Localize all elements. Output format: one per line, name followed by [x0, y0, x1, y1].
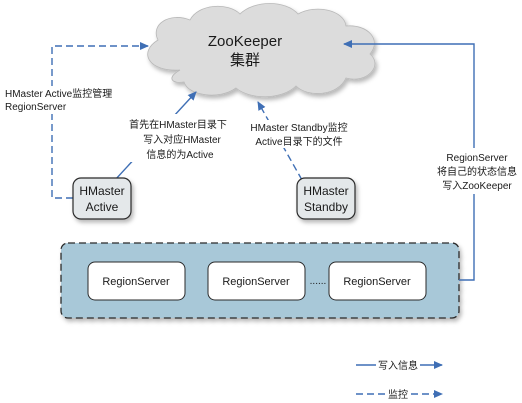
regionserver-node: RegionServer — [207, 261, 306, 301]
hmaster-standby-box — [296, 177, 356, 220]
active-write-label: 首先在HMaster目录下 写入对应HMaster 信息的为Active — [122, 114, 242, 162]
standby-monitor-label: HMaster Standby监控 Active目录下的文件 — [240, 120, 362, 148]
dashed-monitor-line — [51, 42, 149, 199]
hmaster-standby-node: HMaster Standby — [296, 177, 356, 220]
cloud-shape — [147, 3, 376, 98]
rs-write-line2: 将自己的状态信息 — [437, 165, 517, 178]
monitor-left-line2: RegionServer — [5, 102, 67, 113]
cluster-ellipsis: ...... — [310, 276, 327, 287]
rs-write-label: RegionServer 将自己的状态信息 写入ZooKeeper — [434, 148, 520, 194]
standby-monitor-line2: Active目录下的文件 — [255, 135, 342, 148]
regionserver-node: RegionServer — [87, 261, 186, 301]
hmaster-standby-line2: Standby — [304, 200, 348, 214]
legend-monitor-label: 监控 — [388, 388, 408, 401]
standby-monitor-line1: HMaster Standby监控 — [250, 121, 347, 134]
regionserver-label: RegionServer — [102, 276, 170, 288]
hmaster-active-box — [72, 177, 132, 220]
regionserver-node: RegionServer — [328, 261, 427, 301]
cloud-title: ZooKeeper — [208, 33, 282, 50]
hmaster-standby-line1: HMaster — [303, 184, 348, 198]
active-write-line1: 首先在HMaster目录下 — [129, 118, 227, 131]
rs-write-line1: RegionServer — [446, 153, 508, 164]
hmaster-active-node: HMaster Active — [72, 177, 132, 220]
hmaster-active-line1: HMaster — [79, 184, 124, 198]
regionserver-label: RegionServer — [343, 276, 411, 288]
monitor-left-label: HMaster Active监控管理 RegionServer — [2, 86, 120, 114]
monitor-left-line1: HMaster Active监控管理 — [5, 87, 112, 100]
legend: 写入信息 监控 — [356, 357, 443, 401]
hmaster-active-line2: Active — [86, 200, 119, 214]
cloud-subtitle: 集群 — [230, 52, 260, 69]
legend-write-label: 写入信息 — [378, 359, 418, 372]
regionserver-label: RegionServer — [222, 276, 290, 288]
regionserver-cluster: RegionServer RegionServer ...... RegionS… — [60, 242, 460, 319]
active-write-line3: 信息的为Active — [146, 148, 214, 161]
rs-write-line3: 写入ZooKeeper — [442, 180, 512, 192]
active-monitor-connector — [51, 42, 149, 199]
active-write-line2: 写入对应HMaster — [143, 133, 221, 146]
zookeeper-cloud: ZooKeeper 集群 — [147, 3, 376, 98]
